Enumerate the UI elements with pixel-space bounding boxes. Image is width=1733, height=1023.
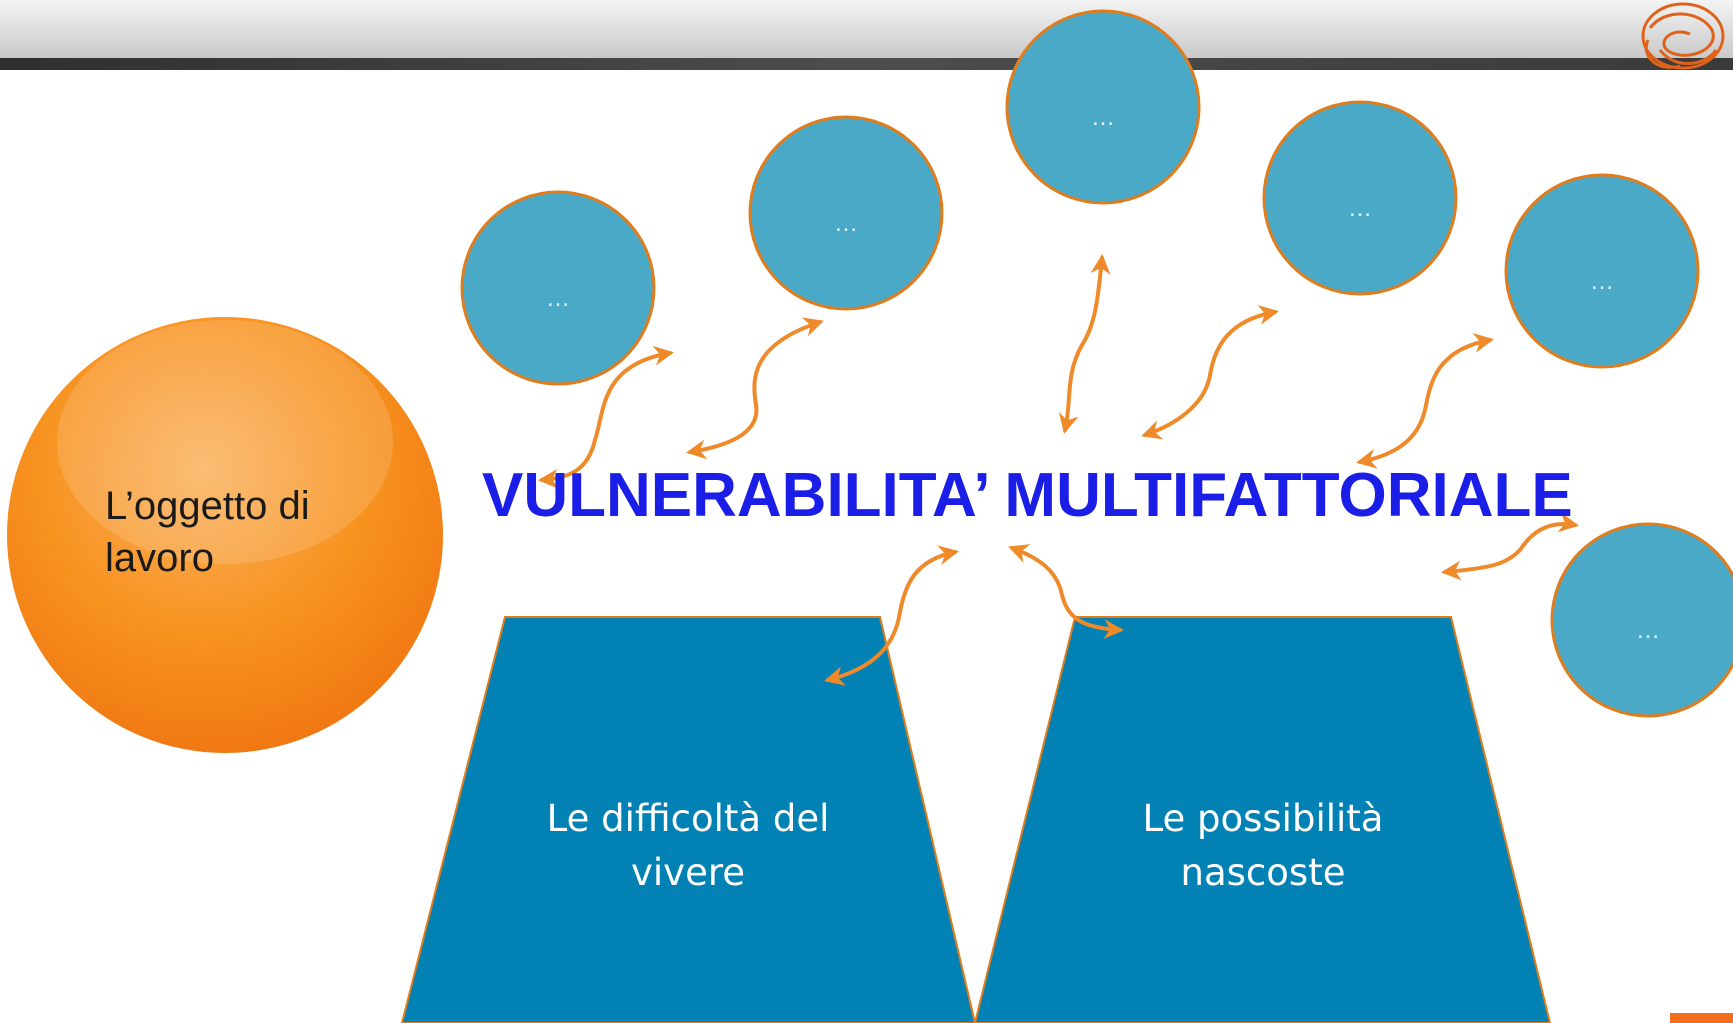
block-label-difficulties: Le difficoltà del vivere bbox=[546, 797, 830, 894]
bubble-label-6: … bbox=[1636, 617, 1660, 644]
arrow-bubble-2 bbox=[686, 317, 824, 460]
arrow-block-2 bbox=[1008, 544, 1124, 640]
arrow-block-1 bbox=[824, 545, 959, 686]
bubble-6 bbox=[1550, 522, 1733, 718]
arrow-bubble-1 bbox=[538, 345, 674, 489]
bubble-4 bbox=[1262, 100, 1458, 296]
main-title: VULNERABILITA’ MULTIFATTORIALE bbox=[482, 461, 1573, 530]
block-difficulties bbox=[400, 616, 977, 1023]
corner-accent bbox=[1670, 1013, 1733, 1023]
bubble-label-1: … bbox=[546, 285, 570, 312]
logo-icon bbox=[1641, 2, 1725, 70]
bubble-label-4: … bbox=[1348, 195, 1372, 222]
arrow-bubble-3 bbox=[1058, 254, 1111, 434]
arrow-bubble-4 bbox=[1141, 304, 1279, 440]
bubble-2 bbox=[748, 115, 944, 311]
bubble-3 bbox=[1005, 9, 1201, 205]
block-label-possibilities: Le possibilità nascoste bbox=[1142, 797, 1384, 894]
topic-label: L’oggetto di lavoro bbox=[105, 484, 310, 580]
bubble-label-2: … bbox=[834, 210, 858, 237]
arrow-bubble-6 bbox=[1441, 512, 1579, 581]
bubble-5 bbox=[1504, 173, 1700, 369]
block-possibilities bbox=[973, 616, 1552, 1023]
header-bar bbox=[0, 0, 1733, 70]
topic-circle bbox=[7, 317, 443, 753]
bubble-label-5: … bbox=[1590, 268, 1614, 295]
bubble-label-3: … bbox=[1091, 104, 1115, 131]
arrow-bubble-5 bbox=[1356, 333, 1494, 469]
